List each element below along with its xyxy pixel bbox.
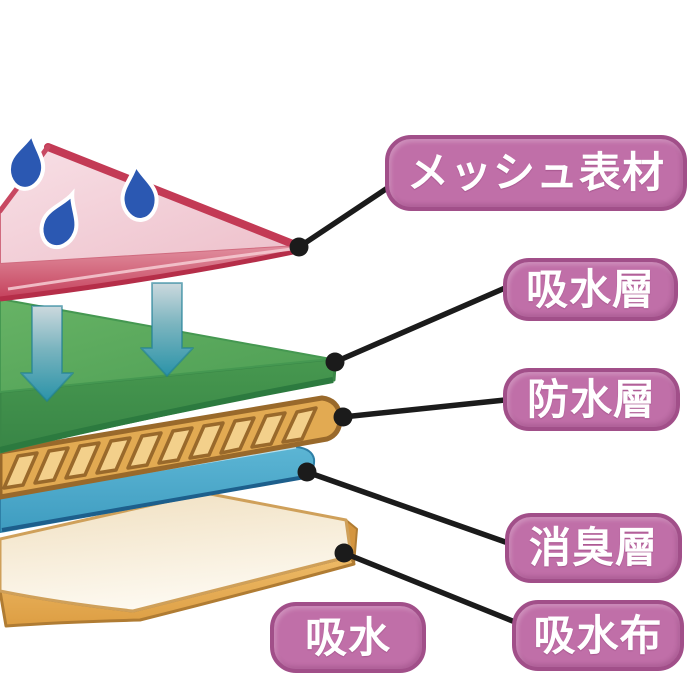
absorbent-cloth-top-surface (0, 491, 353, 613)
waterproof-layer-graphic (0, 395, 343, 500)
water-drop-icon (120, 157, 159, 222)
water-drops (6, 127, 159, 250)
mesh-front-face (0, 246, 301, 300)
connector-line-absorbent (332, 285, 508, 365)
label-absorption: 吸水 (270, 602, 426, 673)
connector-dot (333, 407, 353, 427)
label-absorbent-layer: 吸水層 (503, 258, 678, 321)
connector-dot (334, 543, 354, 563)
absorbent-cloth-layer-graphic (0, 491, 358, 628)
water-drop-icon (6, 127, 46, 191)
mesh-front-highlight (7, 247, 293, 291)
connector-line-mesh (296, 184, 392, 250)
down-arrow-icon (140, 282, 194, 377)
waterproof-hatch-pattern (2, 406, 318, 490)
absorption-arrows (20, 282, 194, 402)
connector-dot (325, 352, 345, 372)
water-drop-icon (39, 188, 79, 250)
deodorizing-sheet-shadow-edge (1, 475, 306, 532)
label-absorbent-cloth: 吸水布 (512, 600, 684, 671)
label-deodorizing-layer: 消臭層 (505, 513, 682, 583)
connectors (296, 184, 518, 625)
label-mesh-surface: メッシュ表材 (385, 135, 687, 211)
absorbent-layer-bottom-edge (0, 377, 334, 453)
connector-dot (297, 462, 317, 482)
connector-dot (289, 237, 309, 257)
connector-line-cloth (341, 550, 518, 625)
mesh-top-edge-stripe (44, 143, 302, 250)
label-waterproof-layer: 防水層 (503, 368, 680, 431)
connector-dots (289, 237, 354, 563)
connector-line-deodorant (304, 469, 514, 547)
connector-line-waterproof (340, 397, 508, 420)
mesh-front-bottom-edge (0, 248, 299, 302)
down-arrow-icon (20, 305, 74, 402)
